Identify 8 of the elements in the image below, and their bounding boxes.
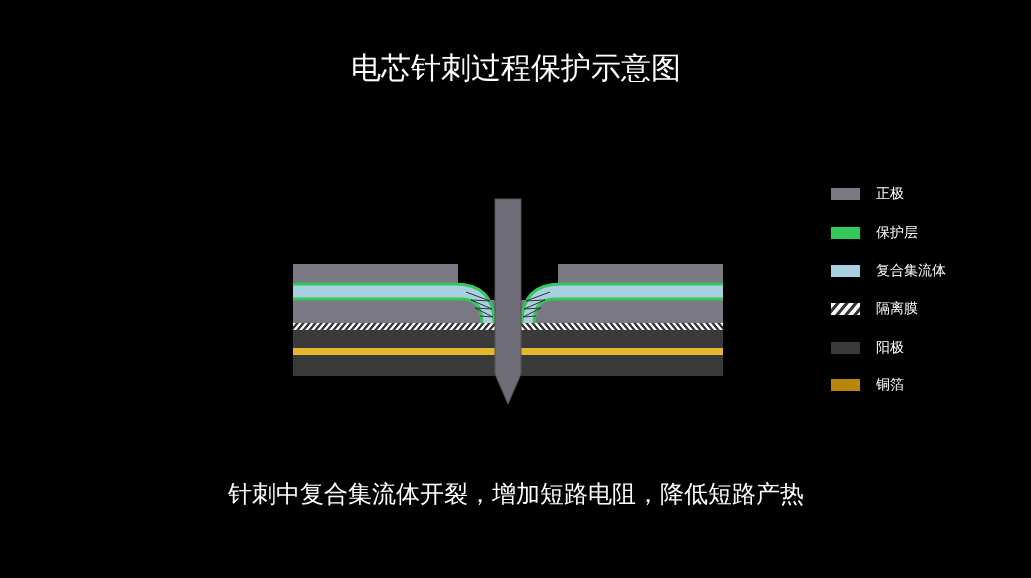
title: 电芯针刺过程保护示意图 bbox=[350, 49, 681, 87]
legend-label: 正极 bbox=[876, 185, 904, 203]
legend-label: 保护层 bbox=[876, 224, 918, 242]
legend-label: 复合集流体 bbox=[876, 262, 946, 280]
legend-label: 阳极 bbox=[876, 339, 904, 357]
legend-label: 铜箔 bbox=[876, 376, 904, 394]
legend-label: 隔离膜 bbox=[876, 300, 918, 318]
caption: 针刺中复合集流体开裂，增加短路电阻，降低短路产热 bbox=[227, 479, 804, 510]
